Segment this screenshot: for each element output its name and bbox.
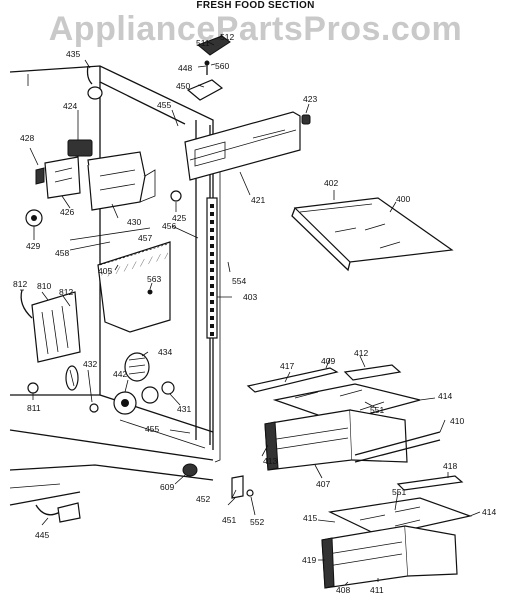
part-labels: 435 511 512 448 560 450 423 424 455 428 … [13, 32, 496, 595]
part-label: 560 [215, 61, 229, 71]
watermark: AppliancePartsPros.com [48, 10, 463, 48]
part-label: 442 [113, 369, 127, 379]
part-label: 411 [370, 585, 384, 595]
ladder-slot [210, 244, 214, 248]
heater-assembly [20, 289, 81, 394]
ladder-slot [210, 212, 214, 216]
ladder-slot [210, 220, 214, 224]
crisper-pan-lower [321, 525, 458, 589]
part-label: 445 [35, 530, 49, 540]
part-label: 428 [20, 133, 34, 143]
part-label: 424 [63, 101, 77, 111]
part-label: 405 [98, 266, 112, 276]
part-label: 812 [13, 279, 27, 289]
part-label: 512 [220, 32, 234, 42]
crisper-pan-upper [264, 409, 441, 471]
ladder-slot [210, 300, 214, 304]
part-label: 400 [396, 194, 410, 204]
part-label: 810 [37, 281, 51, 291]
part-label: 458 [55, 248, 69, 258]
part-label: 426 [60, 207, 74, 217]
fan-duct [65, 352, 175, 415]
part-label: 609 [160, 482, 174, 492]
part-label: 407 [316, 479, 330, 489]
part-label: 554 [232, 276, 246, 286]
light-socket [86, 65, 103, 100]
part-label: 452 [196, 494, 210, 504]
thermostat-cluster [25, 139, 182, 227]
section-title: FRESH FOOD SECTION [196, 0, 315, 11]
part-label: 434 [158, 347, 172, 357]
ladder-slot [210, 252, 214, 256]
part-label: 414 [438, 391, 452, 401]
part-label: 563 [147, 274, 161, 284]
glass-shelf-400 [291, 197, 454, 272]
part-label: 408 [336, 585, 350, 595]
part-label: 431 [177, 404, 191, 414]
ladder-slot [210, 204, 214, 208]
part-label: 450 [176, 81, 190, 91]
leader-lines [20, 34, 481, 586]
part-label: 457 [138, 233, 152, 243]
part-label: 812 [59, 287, 73, 297]
part-label: 412 [354, 348, 368, 358]
part-label: 811 [27, 403, 41, 413]
ladder-slot [210, 268, 214, 272]
part-label: 432 [83, 359, 97, 369]
crisper-cover-upper [246, 364, 421, 423]
ladder-slot [210, 228, 214, 232]
ladder-slot [210, 284, 214, 288]
part-label: 430 [127, 217, 141, 227]
top-bracket [186, 35, 231, 101]
control-housing [184, 111, 311, 181]
part-label: 435 [66, 49, 80, 59]
part-label: 552 [250, 517, 264, 527]
part-label: 415 [303, 513, 317, 523]
ladder-slot [210, 260, 214, 264]
ladder-slot [210, 276, 214, 280]
part-label: 551 [370, 405, 384, 415]
part-label: 425 [172, 213, 186, 223]
part-label: 403 [243, 292, 257, 302]
part-label: 421 [251, 195, 265, 205]
part-label: 451 [222, 515, 236, 525]
part-label: 409 [321, 356, 335, 366]
ladder-slot [210, 292, 214, 296]
ladder-slot [210, 332, 214, 336]
ladder-slot [210, 316, 214, 320]
part-label: 402 [324, 178, 338, 188]
part-label: 414 [482, 507, 496, 517]
part-label: 418 [443, 461, 457, 471]
part-label: 410 [450, 416, 464, 426]
ladder-slot [210, 236, 214, 240]
part-label: 455 [157, 100, 171, 110]
part-label: 448 [178, 63, 192, 73]
part-label: 423 [303, 94, 317, 104]
lower-hardware [35, 463, 254, 523]
part-label: 413 [263, 456, 277, 466]
part-label: 429 [26, 241, 40, 251]
ladder-slot [210, 324, 214, 328]
shelf-ladder [206, 197, 218, 339]
evaporator-cover [97, 241, 171, 333]
part-label: 511 [196, 38, 210, 48]
part-label: 551 [392, 487, 406, 497]
part-label: 455 [145, 424, 159, 434]
ladder-slot [210, 308, 214, 312]
part-label: 417 [280, 361, 294, 371]
part-label: 419 [302, 555, 316, 565]
part-label: 456 [162, 221, 176, 231]
